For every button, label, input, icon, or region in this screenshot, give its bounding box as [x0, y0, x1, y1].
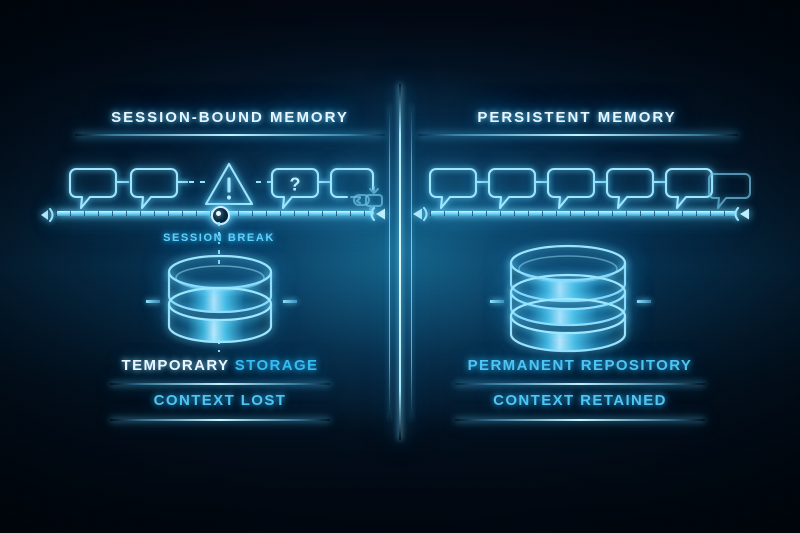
right-chat-bubble-1: [428, 167, 478, 211]
left-connector-2: [178, 181, 188, 183]
left-timeline-start-marker: [38, 206, 62, 224]
right-timeline-end-marker: [730, 205, 754, 223]
left-panel-title: SESSION-BOUND MEMORY: [111, 109, 349, 126]
left-chat-bubble-1: [68, 167, 118, 211]
left-chat-bubble-2: [129, 167, 179, 211]
temporary-database-icon: [163, 252, 277, 354]
right-connector-3: [595, 181, 606, 183]
right-chat-bubble-2: [487, 167, 537, 211]
session-break-dash-upper: [218, 222, 220, 244]
right-chat-bubble-3: [546, 167, 596, 211]
left-chat-bubble-question: ?: [270, 167, 320, 211]
left-connector-3: [319, 181, 330, 183]
right-separator-lower: [455, 419, 705, 421]
right-chat-bubble-5: [664, 167, 714, 211]
left-primary-label: TEMPORARY STORAGE: [85, 357, 355, 374]
right-timeline-start-marker: [410, 205, 434, 223]
left-dashed-link-2: [256, 181, 272, 183]
right-panel-title: PERSISTENT MEMORY: [477, 109, 677, 126]
session-break-node: [211, 206, 230, 225]
right-chat-bubble-4: [605, 167, 655, 211]
divider-line-right: [411, 104, 412, 420]
right-chat-bubble-6: [707, 172, 753, 212]
left-chat-bubble-dissolving: [329, 167, 385, 213]
divider-line-left: [389, 104, 390, 420]
right-db-stub-left: [490, 300, 504, 303]
right-separator-upper: [455, 383, 705, 385]
divider-line-center: [399, 84, 401, 440]
session-break-label: SESSION BREAK: [163, 232, 275, 244]
left-db-dash: [218, 340, 220, 352]
left-secondary-label: CONTEXT LOST: [153, 392, 287, 409]
right-connector-1: [477, 181, 488, 183]
left-connector-1: [117, 181, 129, 183]
permanent-database-icon: [505, 242, 631, 360]
left-separator-upper: [110, 383, 330, 385]
right-timeline-ticks: [430, 211, 736, 216]
left-primary-label-word2: STORAGE: [234, 357, 319, 374]
left-primary-label-word1: TEMPORARY: [121, 357, 230, 374]
left-db-stub-left: [146, 300, 160, 303]
left-title-underline: [75, 134, 385, 136]
left-separator-lower: [110, 419, 330, 421]
right-primary-label: PERMANENT REPOSITORY: [467, 357, 693, 374]
right-connector-2: [536, 181, 547, 183]
left-dashed-link-1: [189, 181, 205, 183]
left-db-stub-right: [283, 300, 297, 303]
svg-text:?: ?: [290, 175, 301, 195]
left-timeline-end-marker: [366, 205, 390, 223]
right-connector-4: [654, 181, 665, 183]
right-title-underline: [418, 134, 738, 136]
right-db-stub-right: [637, 300, 651, 303]
right-secondary-label: CONTEXT RETAINED: [493, 392, 667, 409]
warning-triangle-icon: [203, 160, 255, 208]
